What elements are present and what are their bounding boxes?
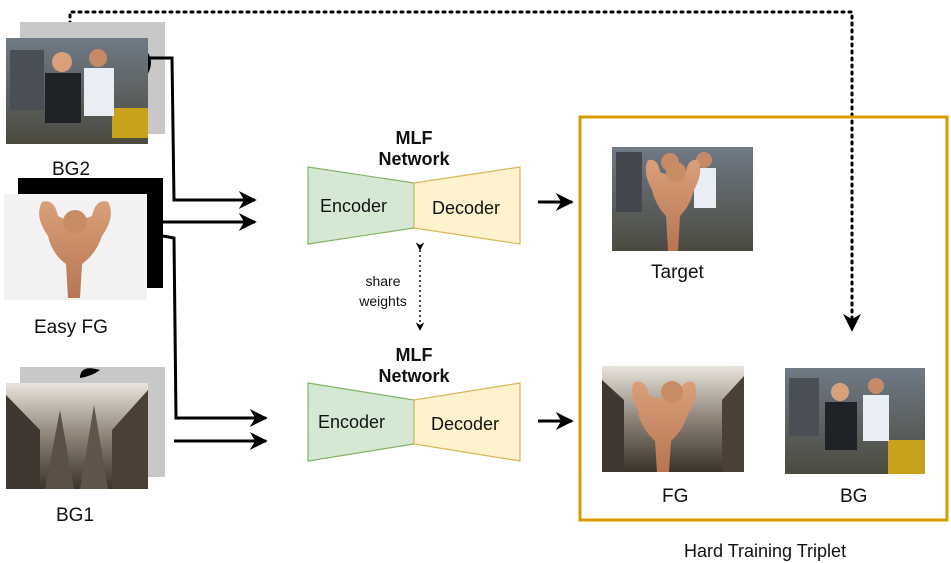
bg1-label: BG1 bbox=[56, 505, 95, 526]
fg-image bbox=[602, 366, 744, 472]
bottom-network-title: MLF Network bbox=[364, 345, 464, 387]
target-image bbox=[612, 147, 753, 251]
top-decoder-shape bbox=[413, 166, 521, 245]
arrow-bg2-to-top-network bbox=[150, 56, 257, 209]
bottom-decoder-shape bbox=[413, 382, 521, 462]
bottom-encoder-label: Encoder bbox=[318, 412, 386, 432]
target-label: Target bbox=[651, 262, 704, 283]
bg2-label: BG2 bbox=[52, 159, 91, 180]
bg2-image-stack bbox=[6, 22, 165, 144]
bg1-image-stack bbox=[6, 367, 165, 489]
hard-training-triplet-caption: Hard Training Triplet bbox=[684, 541, 847, 561]
bg-label: BG bbox=[840, 486, 868, 507]
top-decoder-label: Decoder bbox=[432, 198, 501, 218]
share-weights-label: share weights bbox=[342, 271, 424, 311]
top-encoder-label: Encoder bbox=[320, 196, 388, 216]
top-network-title-line1: MLF bbox=[395, 128, 433, 148]
bottom-network-title-line1: MLF bbox=[395, 345, 433, 365]
bg-image bbox=[785, 368, 925, 474]
fg-label: FG bbox=[662, 486, 689, 507]
share-weights-line1: share bbox=[365, 273, 401, 289]
bottom-network-title-line2: Network bbox=[378, 366, 450, 386]
top-network-title-line2: Network bbox=[378, 149, 450, 169]
share-weights-line2: weights bbox=[359, 293, 407, 309]
arrow-fg-to-bottom-network bbox=[162, 234, 268, 427]
bottom-decoder-label: Decoder bbox=[431, 414, 500, 434]
hard-triplet-box bbox=[578, 115, 949, 522]
easy-fg-label: Easy FG bbox=[34, 317, 108, 338]
top-network-title: MLF Network bbox=[364, 128, 464, 170]
easy-fg-image-stack bbox=[4, 178, 163, 300]
